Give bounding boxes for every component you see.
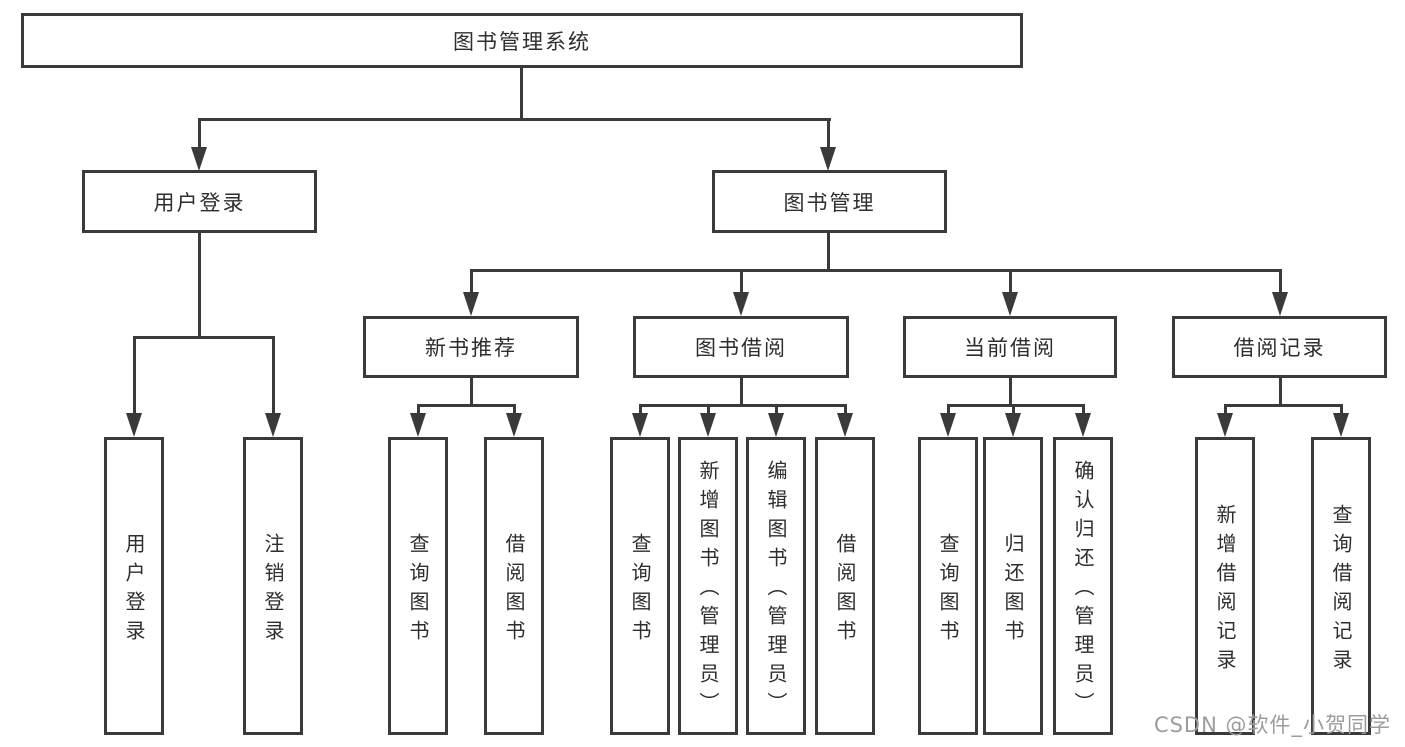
connector-line bbox=[639, 404, 847, 407]
connector-line bbox=[844, 404, 847, 416]
node-label: 借阅记录 bbox=[1233, 336, 1326, 360]
node-current-borrowing: 当前借阅 bbox=[903, 316, 1117, 378]
node-label: 查询图书 bbox=[936, 532, 960, 649]
connector-line bbox=[1224, 404, 1343, 407]
node-label: 借阅图书 bbox=[833, 532, 857, 649]
node-label: 用户登录 bbox=[153, 190, 246, 215]
node-edit-books-admin: 编辑图书（管理员） bbox=[746, 437, 806, 735]
connector-line bbox=[1009, 269, 1012, 294]
node-new-book-recommend: 新书推荐 bbox=[363, 316, 579, 378]
arrow-down-icon bbox=[1217, 413, 1233, 437]
node-label: 查询图书 bbox=[628, 532, 652, 649]
node-label: 图书管理系统 bbox=[453, 29, 591, 54]
connector-line bbox=[1009, 378, 1012, 407]
connector-line bbox=[470, 378, 473, 407]
node-query-books-current: 查询图书 bbox=[918, 437, 978, 735]
node-label: 新书推荐 bbox=[425, 336, 517, 360]
connector-line bbox=[417, 404, 516, 407]
node-label: 当前借阅 bbox=[964, 336, 1056, 360]
arrow-down-icon bbox=[1075, 413, 1091, 437]
connector-line bbox=[947, 404, 950, 416]
connector-line bbox=[272, 336, 275, 414]
connector-line bbox=[470, 269, 473, 294]
connector-line bbox=[198, 118, 201, 148]
connector-line bbox=[947, 404, 1085, 407]
node-label: 图书借阅 bbox=[695, 336, 787, 360]
arrow-down-icon bbox=[700, 413, 716, 437]
arrow-down-icon bbox=[1272, 292, 1288, 316]
node-label: 查询借阅记录 bbox=[1329, 503, 1353, 678]
arrow-down-icon bbox=[940, 413, 956, 437]
arrow-down-icon bbox=[126, 413, 142, 437]
arrow-down-icon bbox=[506, 413, 522, 437]
node-borrow-books: 借阅图书 bbox=[815, 437, 875, 735]
connector-line bbox=[1082, 404, 1085, 416]
node-label: 借阅图书 bbox=[502, 532, 526, 649]
arrow-down-icon bbox=[191, 147, 207, 171]
node-label: 注销登录 bbox=[261, 532, 285, 649]
node-label: 新增借阅记录 bbox=[1213, 503, 1237, 678]
arrow-down-icon bbox=[463, 292, 479, 316]
connector-line bbox=[198, 118, 831, 121]
connector-line bbox=[417, 404, 420, 416]
arrow-down-icon bbox=[1005, 413, 1021, 437]
connector-line bbox=[1279, 378, 1282, 407]
arrow-down-icon bbox=[820, 147, 836, 171]
arrow-down-icon bbox=[837, 413, 853, 437]
node-query-borrow-record: 查询借阅记录 bbox=[1311, 437, 1371, 735]
connector-line bbox=[520, 67, 523, 120]
connector-line bbox=[1012, 404, 1015, 416]
node-user-login: 用户登录 bbox=[104, 437, 164, 735]
connector-line bbox=[639, 404, 642, 416]
node-book-management: 图书管理 bbox=[712, 170, 947, 233]
arrow-down-icon bbox=[632, 413, 648, 437]
node-label: 图书管理 bbox=[783, 190, 876, 215]
node-borrow-books-recommend: 借阅图书 bbox=[484, 437, 544, 735]
node-label: 编辑图书（管理员） bbox=[764, 460, 788, 721]
node-label: 查询图书 bbox=[406, 532, 430, 649]
arrow-down-icon bbox=[733, 292, 749, 316]
connector-line bbox=[133, 336, 136, 414]
node-add-borrow-record: 新增借阅记录 bbox=[1195, 437, 1255, 735]
node-query-books-borrow: 查询图书 bbox=[610, 437, 670, 735]
connector-line bbox=[1224, 404, 1227, 416]
node-label: 确认归还（管理员） bbox=[1071, 460, 1095, 721]
node-logout: 注销登录 bbox=[243, 437, 303, 735]
arrow-down-icon bbox=[265, 413, 281, 437]
node-add-books-admin: 新增图书（管理员） bbox=[678, 437, 738, 735]
connector-line bbox=[133, 336, 274, 339]
connector-line bbox=[1340, 404, 1343, 416]
node-user-login-group: 用户登录 bbox=[82, 170, 317, 233]
node-label: 用户登录 bbox=[122, 532, 146, 649]
connector-line bbox=[827, 118, 830, 148]
connector-line bbox=[513, 404, 516, 416]
node-confirm-return-admin: 确认归还（管理员） bbox=[1053, 437, 1113, 735]
connector-line bbox=[707, 404, 710, 416]
node-return-books: 归还图书 bbox=[983, 437, 1043, 735]
connector-line bbox=[740, 269, 743, 294]
node-label: 新增图书（管理员） bbox=[696, 460, 720, 721]
node-borrowing-records: 借阅记录 bbox=[1172, 316, 1387, 378]
watermark: CSDN @软件_小贺同学 bbox=[1153, 713, 1391, 737]
connector-line bbox=[198, 232, 201, 338]
connector-line bbox=[775, 404, 778, 416]
arrow-down-icon bbox=[1002, 292, 1018, 316]
connector-line bbox=[1279, 269, 1282, 294]
connector-line bbox=[827, 232, 830, 272]
node-library-system: 图书管理系统 bbox=[21, 13, 1023, 68]
node-label: 归还图书 bbox=[1001, 532, 1025, 649]
arrow-down-icon bbox=[768, 413, 784, 437]
arrow-down-icon bbox=[410, 413, 426, 437]
arrow-down-icon bbox=[1333, 413, 1349, 437]
connector-line bbox=[740, 378, 743, 407]
node-query-books-recommend: 查询图书 bbox=[388, 437, 448, 735]
node-book-borrowing: 图书借阅 bbox=[633, 316, 849, 378]
connector-line bbox=[470, 269, 1282, 272]
